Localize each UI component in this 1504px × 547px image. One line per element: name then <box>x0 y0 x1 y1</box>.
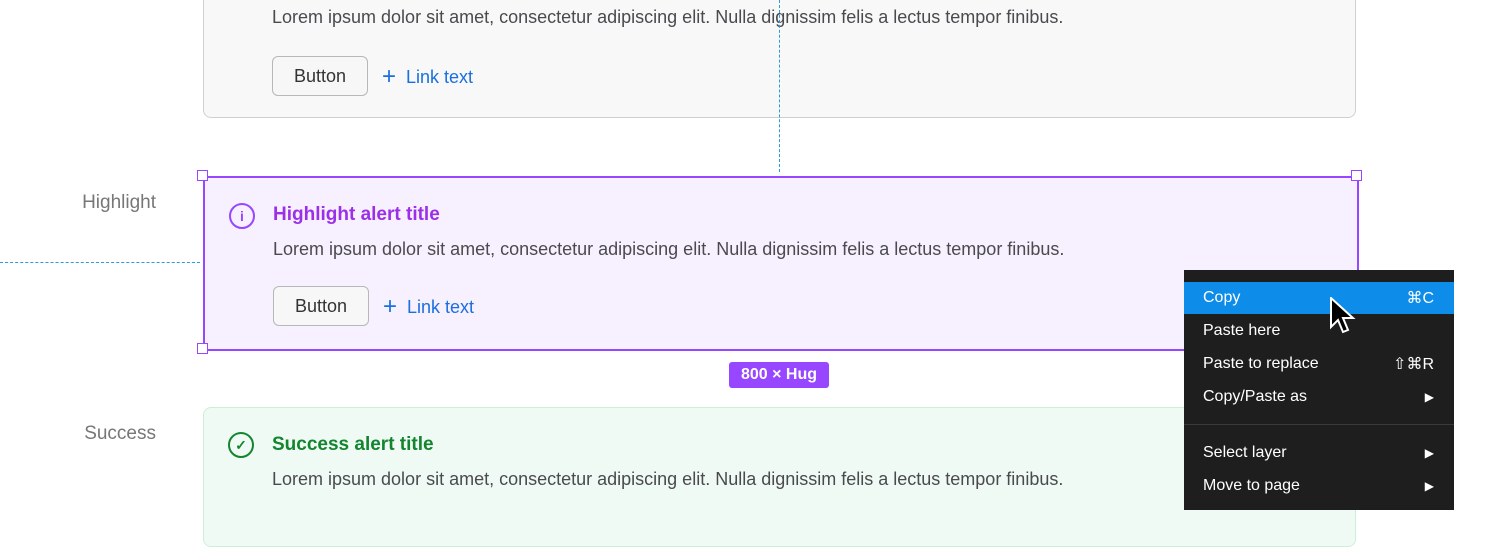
plus-icon: + <box>382 63 397 90</box>
resize-handle-top-left[interactable] <box>197 170 208 181</box>
check-circle-icon: ✓ <box>228 432 254 458</box>
menu-item-copy[interactable]: Copy ⌘C <box>1184 282 1454 314</box>
shortcut: ⇧⌘R <box>1393 356 1434 373</box>
alert-title: Highlight alert title <box>273 204 440 225</box>
menu-divider <box>1184 424 1454 425</box>
spacing-guide-vertical <box>779 0 780 172</box>
menu-item-paste-here[interactable]: Paste here <box>1184 315 1454 347</box>
alert-link[interactable]: + Link text <box>383 295 474 319</box>
link-label: Link text <box>407 296 475 317</box>
menu-label: Move to page <box>1203 477 1300 494</box>
info-icon: i <box>229 203 255 229</box>
menu-item-move-to-page[interactable]: Move to page ▶ <box>1184 470 1454 502</box>
spacing-guide-horizontal <box>0 262 200 263</box>
menu-label: Paste to replace <box>1203 355 1319 372</box>
shortcut: ⌘C <box>1406 290 1434 307</box>
plus-icon: + <box>383 293 398 320</box>
success-label: Success <box>84 423 156 444</box>
size-badge: 800 × Hug <box>729 362 829 388</box>
menu-item-select-layer[interactable]: Select layer ▶ <box>1184 437 1454 469</box>
submenu-arrow-icon: ▶ <box>1424 390 1434 404</box>
menu-label: Select layer <box>1203 444 1287 461</box>
alert-button[interactable]: Button <box>272 56 368 96</box>
alert-title: Success alert title <box>272 434 434 455</box>
alert-button[interactable]: Button <box>273 286 369 326</box>
highlight-label: Highlight <box>82 192 156 213</box>
link-label: Link text <box>406 66 474 87</box>
menu-label: Copy <box>1203 289 1241 306</box>
alert-link[interactable]: + Link text <box>382 65 473 89</box>
menu-label: Paste here <box>1203 322 1281 339</box>
highlight-alert-card[interactable]: i Highlight alert title Lorem ipsum dolo… <box>203 176 1359 351</box>
alert-body: Lorem ipsum dolor sit amet, consectetur … <box>273 239 1065 259</box>
menu-item-paste-to-replace[interactable]: Paste to replace ⇧⌘R <box>1184 348 1454 380</box>
menu-item-copy-paste-as[interactable]: Copy/Paste as ▶ <box>1184 381 1454 413</box>
menu-label: Copy/Paste as <box>1203 388 1308 405</box>
alert-body: Lorem ipsum dolor sit amet, consectetur … <box>272 469 1064 489</box>
context-menu: Copy ⌘C Paste here Paste to replace ⇧⌘R Co… <box>1184 270 1454 510</box>
submenu-arrow-icon: ▶ <box>1424 479 1434 493</box>
submenu-arrow-icon: ▶ <box>1424 446 1434 460</box>
alert-body: Lorem ipsum dolor sit amet, consectetur … <box>272 7 1064 27</box>
resize-handle-top-right[interactable] <box>1351 170 1362 181</box>
mouse-cursor-icon <box>1330 297 1356 334</box>
resize-handle-bottom-left[interactable] <box>197 343 208 354</box>
